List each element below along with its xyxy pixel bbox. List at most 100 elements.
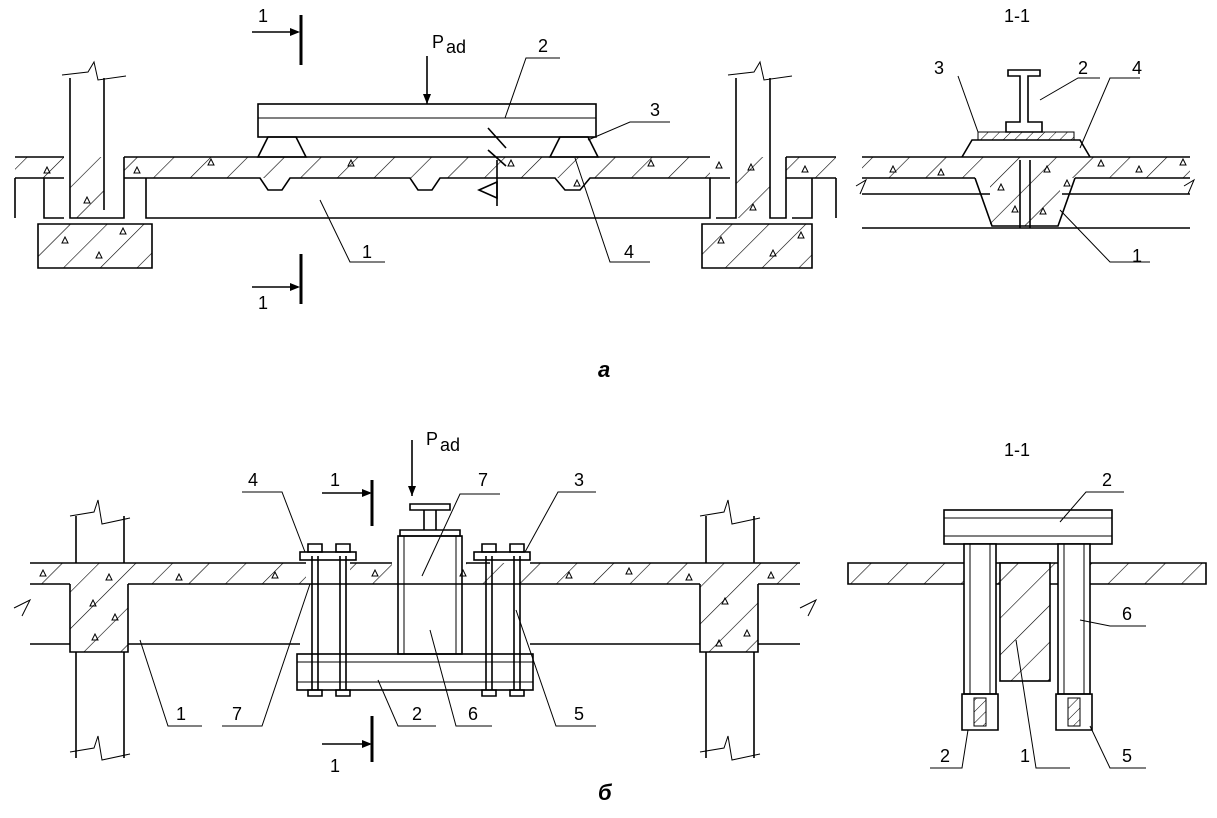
section-callout-1-a: 1: [1132, 246, 1142, 266]
b-post: [397, 535, 463, 655]
b-section-beam: [943, 509, 1113, 545]
b-leader-3: [524, 491, 596, 553]
slab-hatch: [124, 157, 710, 178]
b-plate-right: [473, 551, 531, 561]
b-lower-beam: [296, 653, 534, 691]
section-callout-5-b: 5: [1122, 746, 1132, 766]
section-label-top-a: 1: [258, 6, 268, 26]
panel-b-section: [847, 491, 1207, 769]
callout-4-a: 4: [624, 242, 634, 262]
b-post-head: [399, 503, 461, 537]
section-joint: [1019, 160, 1031, 228]
aggregate-marks-a: [43, 157, 809, 259]
panel-a-elevation: [14, 15, 837, 304]
b-slab-hatch-mid: [350, 563, 392, 584]
b-left-capital-hatch: [70, 584, 128, 652]
left-column-break: [61, 60, 127, 81]
b-plate-left: [299, 551, 357, 561]
panel-b-elevation: [13, 440, 818, 762]
b-nuts-top: [307, 543, 525, 553]
b-leader-2: [377, 679, 436, 727]
callout-5-b: 5: [574, 704, 584, 724]
b-section-leaders: [930, 491, 1146, 769]
right-support-pad: [548, 136, 600, 158]
b-leader-4: [242, 491, 306, 553]
section-label-top-b: 1: [330, 470, 340, 490]
callout-7-b-top: 7: [478, 470, 488, 490]
section-leaders-a: [957, 75, 1150, 263]
b-leader-5: [515, 609, 596, 727]
leader-4-a: [574, 157, 650, 263]
callout-1-a: 1: [362, 242, 372, 262]
section-callout-4-a: 4: [1132, 58, 1142, 78]
hollow-slab-panel: [145, 177, 711, 219]
b-right-column: [705, 516, 755, 758]
b-left-column: [75, 516, 125, 758]
load-arrowhead: [423, 94, 431, 104]
b-load-arrowhead: [408, 486, 416, 496]
b-lower-beam-flanges: [297, 661, 533, 683]
b-leader-7-top: [421, 493, 500, 577]
load-label-a: P: [432, 32, 444, 52]
b-section-arrowhead-top: [362, 489, 372, 497]
section-title-a: 1-1: [1004, 6, 1030, 26]
right-footing-hatch: [702, 224, 812, 268]
b-leader-7-bottom: [222, 583, 311, 727]
section-callout-2-a: 2: [1078, 58, 1088, 78]
section-callout-1-b: 1: [1020, 746, 1030, 766]
leader-1-a: [319, 199, 385, 263]
section-plate: [977, 131, 1075, 141]
section-callout-2-b: 2: [1102, 470, 1112, 490]
slab-hatch-right: [786, 157, 836, 178]
b-section-base-right-core: [1067, 697, 1081, 727]
caption-a: а: [598, 357, 610, 382]
left-support-pad: [256, 136, 308, 158]
section-pad: [961, 139, 1091, 158]
leader-2-a: [504, 57, 560, 119]
section-arrowhead-top-a: [290, 28, 300, 36]
b-left-column-breaks: [69, 499, 131, 761]
right-beam-end: [792, 178, 837, 219]
section-title-b: 1-1: [1004, 440, 1030, 460]
section-aggregate-a: [889, 157, 1187, 215]
b-post-inner: [403, 536, 457, 654]
right-column-hatch: [736, 157, 770, 218]
leader-3-a: [587, 121, 670, 141]
slab-hatch-left: [15, 157, 64, 178]
callout-3-b: 3: [574, 470, 584, 490]
b-section-beam-flanges: [944, 517, 1112, 537]
section-break-marks: [855, 178, 1196, 195]
load-sub-b: ad: [440, 435, 460, 455]
callout-7-b-bottom: 7: [232, 704, 242, 724]
right-column-break: [727, 60, 793, 81]
caption-b: б: [598, 780, 613, 805]
load-sub-a: ad: [446, 37, 466, 57]
section-callout-6-b: 6: [1122, 604, 1132, 624]
b-right-column-breaks: [699, 499, 761, 761]
b-section-post-right: [1057, 543, 1091, 695]
section-label-bottom-a: 1: [258, 293, 268, 313]
callout-2-b: 2: [412, 704, 422, 724]
section-slab-hatch: [862, 157, 1190, 178]
section-callout-2b-b: 2: [940, 746, 950, 766]
b-leader-6: [429, 629, 492, 727]
left-column-hatch: [70, 157, 104, 218]
b-section-base-left-core: [973, 697, 987, 727]
b-nuts-bottom: [307, 689, 525, 697]
section-i-beam: [1005, 69, 1043, 133]
load-beam: [257, 103, 597, 138]
b-slab-hatch-left: [30, 563, 306, 584]
section-arrowhead-bottom-a: [290, 283, 300, 291]
b-section-post-right-inner: [1063, 544, 1085, 694]
b-section-post-left: [963, 543, 997, 695]
b-section-post-left-inner: [969, 544, 991, 694]
left-beam-end: [14, 178, 64, 219]
callout-2-a: 2: [538, 36, 548, 56]
b-section-arrowhead-bottom: [362, 740, 372, 748]
section-label-bottom-b: 1: [330, 756, 340, 776]
b-leader-1: [139, 639, 202, 727]
dial-indicator-marker: [477, 180, 498, 200]
callout-6-b: 6: [468, 704, 478, 724]
load-label-b: P: [426, 429, 438, 449]
